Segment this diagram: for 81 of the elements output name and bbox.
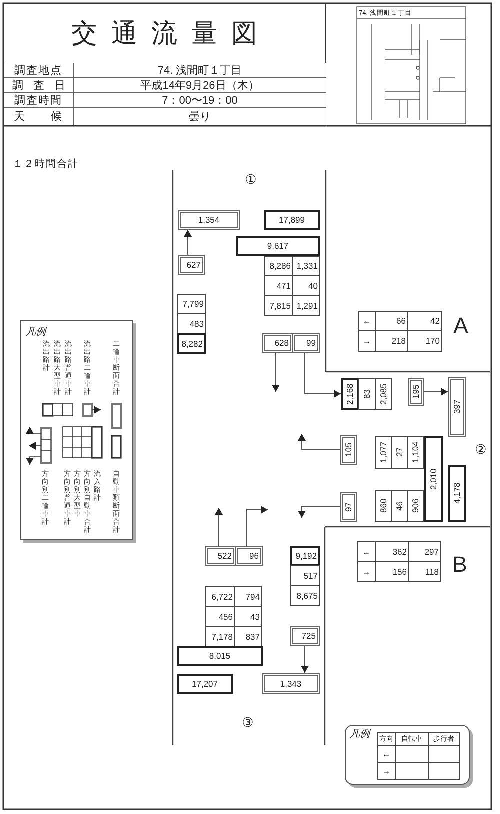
count-box: 1,291 (292, 295, 320, 316)
count-box: 627 (178, 255, 205, 275)
count-box: 362 (376, 541, 409, 562)
count-box: 483 (177, 313, 206, 334)
count-box: 1,343 (262, 673, 320, 694)
count-box: 97 (340, 492, 357, 522)
count-box: 42 (408, 311, 442, 331)
arrow (298, 434, 340, 450)
count-box: 1,077 (375, 436, 392, 469)
arrow (424, 388, 448, 396)
count-box: 9,192 (290, 546, 320, 566)
arrow (272, 352, 280, 392)
count-box: 218 (376, 331, 408, 352)
count-box: 794 (234, 586, 262, 607)
count-box: 8,675 (290, 585, 320, 606)
direction-label: ← (358, 311, 376, 331)
count-box: 8,286 (264, 256, 293, 276)
legend-title: 凡例 (349, 728, 372, 741)
count-box: 118 (409, 562, 441, 582)
count-box: 8,282 (177, 333, 206, 354)
count-box: 456 (205, 606, 235, 627)
count-box: 517 (290, 565, 320, 586)
count-box: 6,722 (205, 586, 235, 607)
count-box: 1,104 (407, 436, 424, 469)
count-box: 1,331 (292, 256, 320, 276)
approach-number: ① (244, 172, 258, 188)
count-box: 99 (292, 333, 320, 353)
arrow (301, 646, 309, 674)
count-box: 522 (205, 546, 236, 566)
header-label: 調査時間 (4, 93, 74, 108)
count-box: 628 (262, 333, 293, 353)
count-box: 83 (358, 378, 376, 410)
header-value: 74. 浅間町１丁目 (74, 63, 326, 78)
count-box: 170 (408, 331, 442, 352)
count-box: 8,015 (177, 646, 263, 666)
direction-label: → (357, 562, 376, 582)
header-value: 7：00〜19：00 (74, 93, 326, 108)
approach-number: ② (474, 442, 488, 458)
section-heading: １２時間合計 (12, 158, 80, 171)
count-box: 7,815 (264, 295, 293, 316)
count-box: 27 (391, 436, 408, 469)
count-box: 96 (235, 546, 263, 566)
count-box: 2,168 (341, 378, 359, 410)
arrow (184, 230, 192, 256)
count-box: 17,899 (264, 210, 320, 230)
count-box: 195 (408, 378, 424, 406)
diagram-title: 交通流量図 (70, 16, 272, 50)
count-box: 66 (376, 311, 408, 331)
arrow (298, 506, 340, 518)
crossing-letter: B (452, 552, 468, 578)
count-box: 46 (391, 490, 408, 522)
count-box: 2,085 (375, 378, 392, 410)
count-box: 2,010 (424, 436, 443, 522)
direction-label: ← (377, 746, 395, 763)
count-box: 397 (448, 377, 466, 437)
count-box: 860 (375, 490, 392, 522)
header-label: 調査地点 (4, 63, 74, 78)
count-box: 297 (409, 541, 441, 562)
header-label: 調査日 (4, 78, 74, 93)
count-box: 156 (376, 562, 409, 582)
count-box: 9,617 (236, 236, 320, 256)
legend-title: 凡例 (25, 326, 48, 339)
count-box: 471 (264, 275, 293, 296)
header-value: 平成14年9月26日（木） (74, 78, 326, 93)
arrow (304, 352, 342, 398)
count-box: 7,178 (205, 626, 235, 647)
count-box: 7,799 (177, 294, 206, 314)
crossing-letter: A (452, 313, 470, 339)
count-box: 725 (290, 626, 320, 646)
direction-label: → (358, 331, 376, 352)
arrow (246, 506, 268, 546)
count-box: 105 (340, 435, 357, 465)
arrow (215, 508, 223, 546)
count-box: 906 (407, 490, 424, 522)
direction-label: ← (357, 541, 376, 562)
count-box: 1,354 (178, 210, 240, 230)
count-box: 4,178 (448, 465, 466, 522)
direction-label: → (377, 763, 395, 780)
header-label: 天候 (4, 108, 74, 125)
approach-number: ③ (241, 715, 255, 731)
count-box: 17,207 (177, 674, 233, 694)
